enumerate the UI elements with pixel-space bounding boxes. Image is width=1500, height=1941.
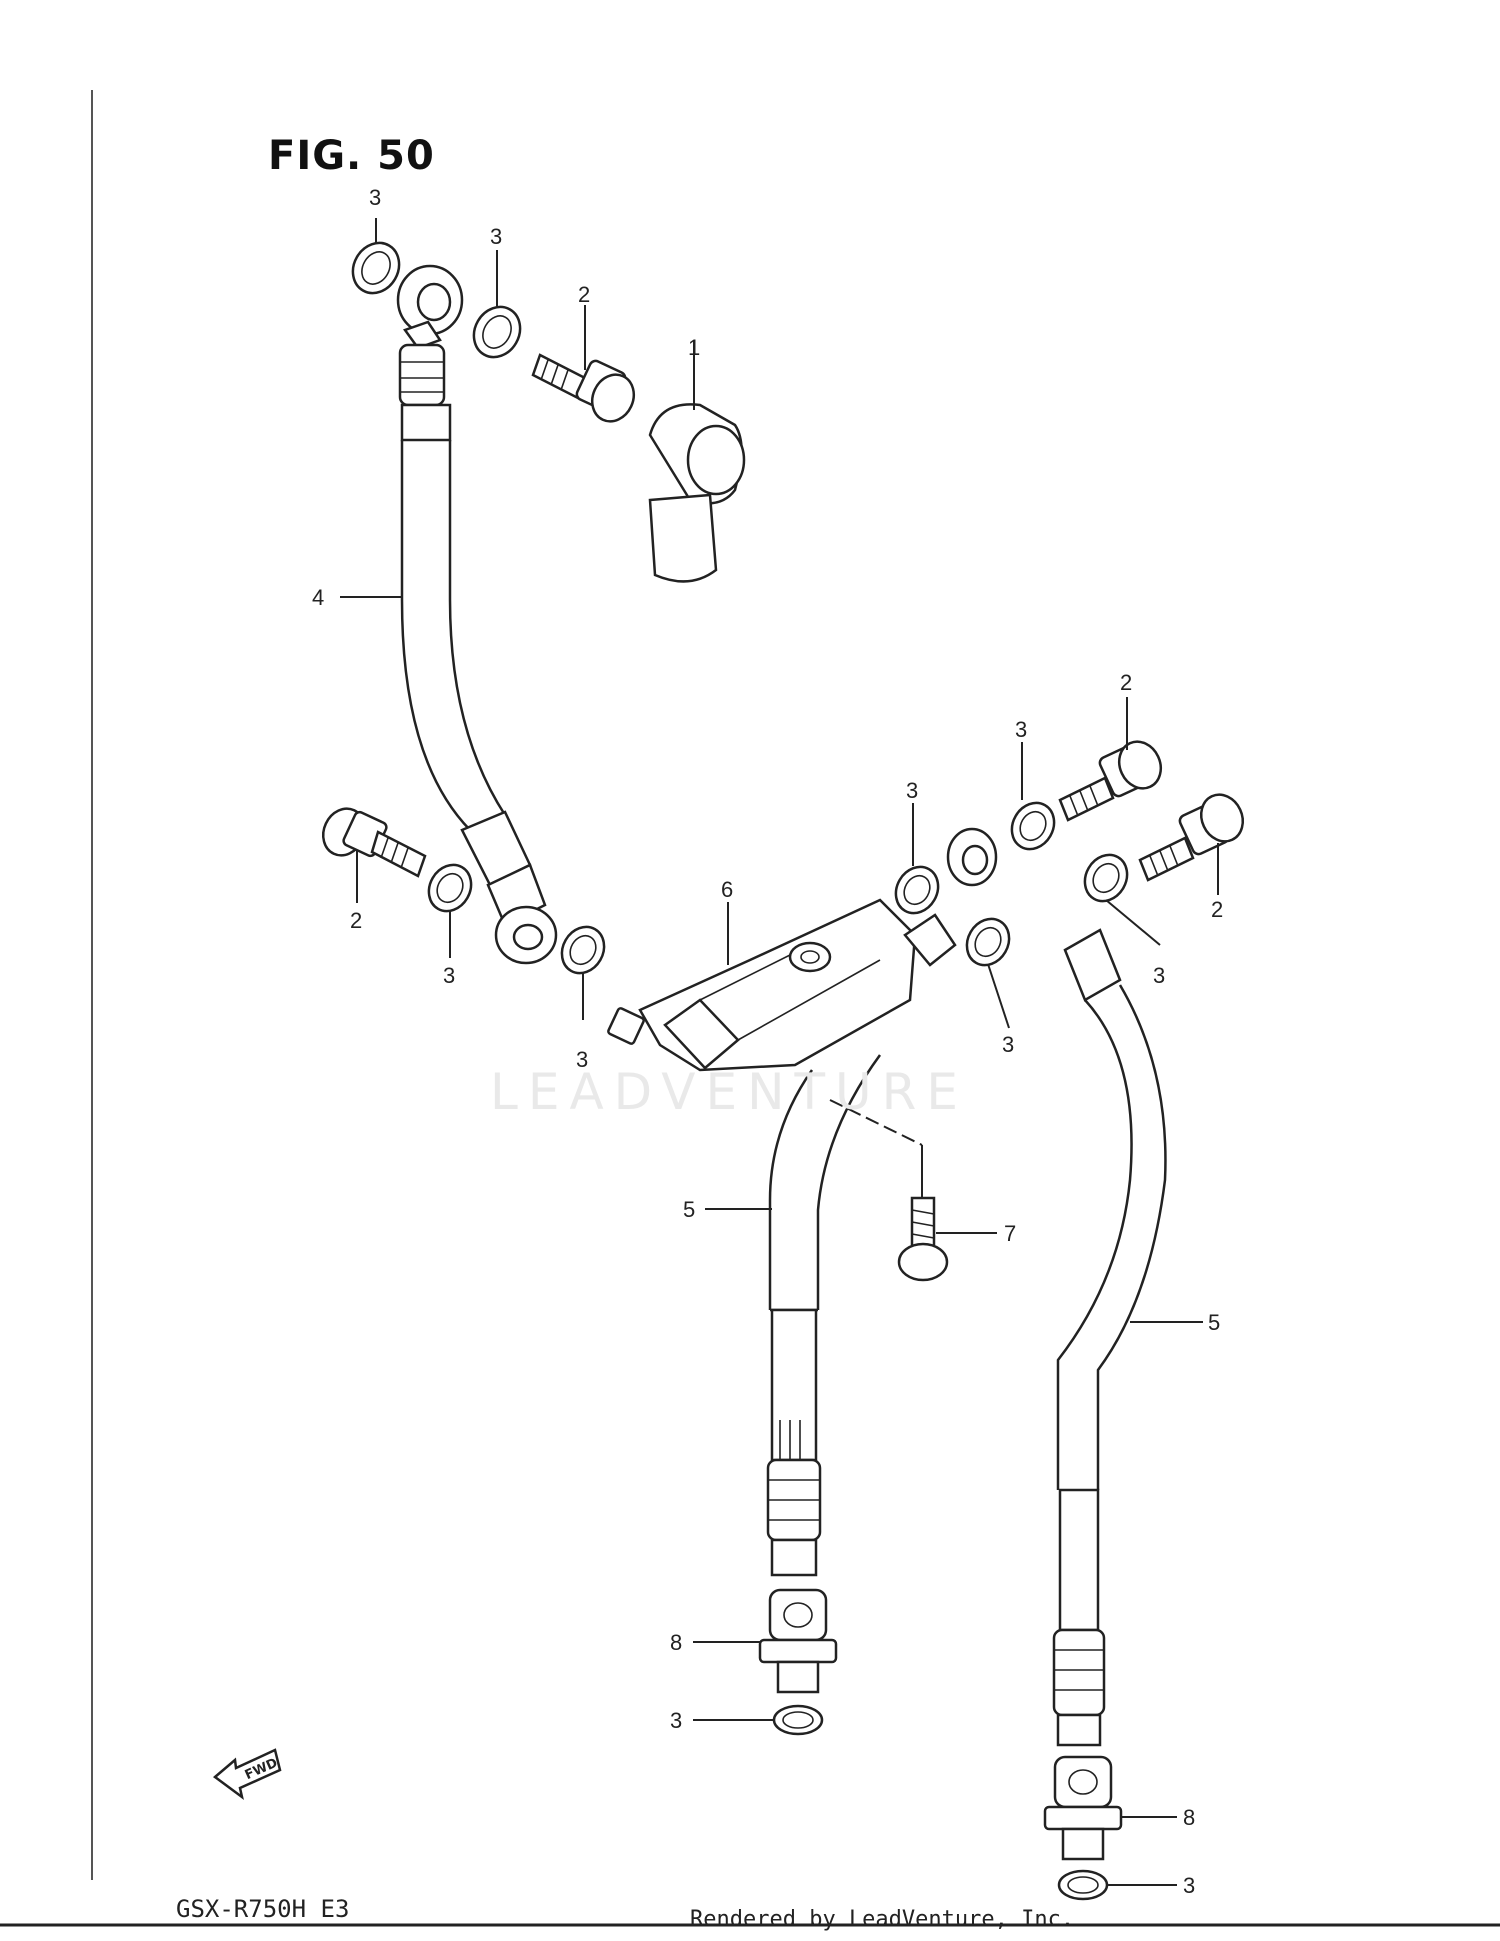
callout-5: 5 <box>1208 1310 1220 1335</box>
sealing-washer-3 <box>427 863 473 913</box>
sealing-washer-9 <box>772 1704 824 1736</box>
sealing-washer-4 <box>560 925 606 975</box>
callout-2: 2 <box>578 282 590 307</box>
callout-5: 5 <box>683 1197 695 1222</box>
brake-hose-joint <box>648 403 746 583</box>
callout-3: 3 <box>369 185 381 210</box>
model-code: GSX-R750H E3 <box>176 1895 350 1923</box>
callout-3: 3 <box>1183 1873 1195 1898</box>
sealing-washer-5 <box>894 865 940 915</box>
hose-fitting-left <box>758 1588 838 1694</box>
callout-2: 2 <box>1120 670 1132 695</box>
callout-7: 7 <box>1004 1221 1016 1246</box>
leader-lines <box>340 218 1219 1886</box>
callout-8: 8 <box>1183 1805 1195 1830</box>
brake-hose-upper <box>396 264 558 965</box>
union-bolt-right-top <box>1058 740 1163 822</box>
sealing-washer-8 <box>1083 853 1129 903</box>
sealing-washer-10 <box>1057 1869 1109 1901</box>
sealing-washer-6 <box>1010 801 1056 851</box>
callout-2: 2 <box>350 908 362 933</box>
callout-3: 3 <box>443 963 455 988</box>
fwd-arrow-icon: FWD <box>212 1748 282 1800</box>
callout-3: 3 <box>670 1708 682 1733</box>
hose-fitting-right <box>1043 1755 1123 1861</box>
brake-hose-lower-left <box>766 1054 882 1577</box>
callout-8: 8 <box>670 1630 682 1655</box>
sealing-washer-1 <box>351 241 401 295</box>
callout-1: 1 <box>688 335 700 360</box>
callout-2: 2 <box>1211 897 1223 922</box>
figure-title: FIG. 50 <box>268 133 435 179</box>
callout-labels: 3 3 2 1 4 2 3 3 2 3 6 3 2 3 3 5 7 5 8 3 … <box>312 185 1223 1898</box>
sealing-washer-7 <box>965 917 1011 967</box>
brake-hose-lower-right <box>1052 928 1167 1747</box>
callout-4: 4 <box>312 585 324 610</box>
mounting-screw <box>829 1099 949 1282</box>
union-bolt-top <box>531 353 636 423</box>
watermark: LEADVENTURE <box>490 1063 968 1121</box>
three-way-joint <box>607 827 998 1072</box>
union-bolt-right-bottom <box>1138 793 1245 882</box>
callout-3: 3 <box>576 1047 588 1072</box>
callout-3: 3 <box>1153 963 1165 988</box>
callout-3: 3 <box>490 224 502 249</box>
sealing-washer-2 <box>472 305 522 359</box>
callout-3: 3 <box>906 778 918 803</box>
callout-3: 3 <box>1015 717 1027 742</box>
rendered-by-credit: Rendered by LeadVenture, Inc. <box>690 1907 1075 1932</box>
union-bolt-left <box>321 807 427 878</box>
callout-3: 3 <box>1002 1032 1014 1057</box>
callout-6: 6 <box>721 877 733 902</box>
